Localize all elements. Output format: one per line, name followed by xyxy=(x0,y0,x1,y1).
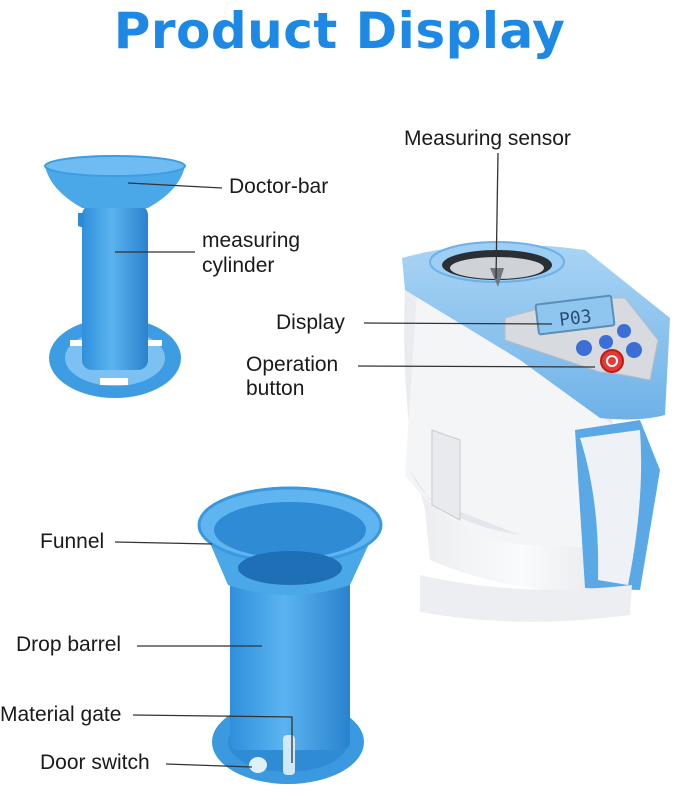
label-measuring-sensor: Measuring sensor xyxy=(404,127,571,150)
label-material-gate: Material gate xyxy=(0,703,122,726)
label-measuring-cylinder-line2: cylinder xyxy=(202,254,275,277)
label-operation-button-line2: button xyxy=(246,377,305,400)
moisture-meter-device: P03 xyxy=(402,241,670,622)
label-drop-barrel: Drop barrel xyxy=(16,633,122,656)
label-funnel: Funnel xyxy=(40,530,105,553)
leader-lines xyxy=(114,152,596,768)
lcd-readout: P03 xyxy=(558,306,593,331)
label-measuring-cylinder-line1: measuring xyxy=(202,229,301,252)
measuring-cylinder-part xyxy=(44,155,186,398)
label-doctor-bar: Doctor-bar xyxy=(229,175,329,198)
funnel-drop-barrel-part xyxy=(197,486,383,784)
page-title: Product Display xyxy=(113,2,566,60)
label-operation-button-line1: Operation xyxy=(246,353,339,376)
label-display: Display xyxy=(276,311,345,334)
label-door-switch: Door switch xyxy=(40,751,150,774)
